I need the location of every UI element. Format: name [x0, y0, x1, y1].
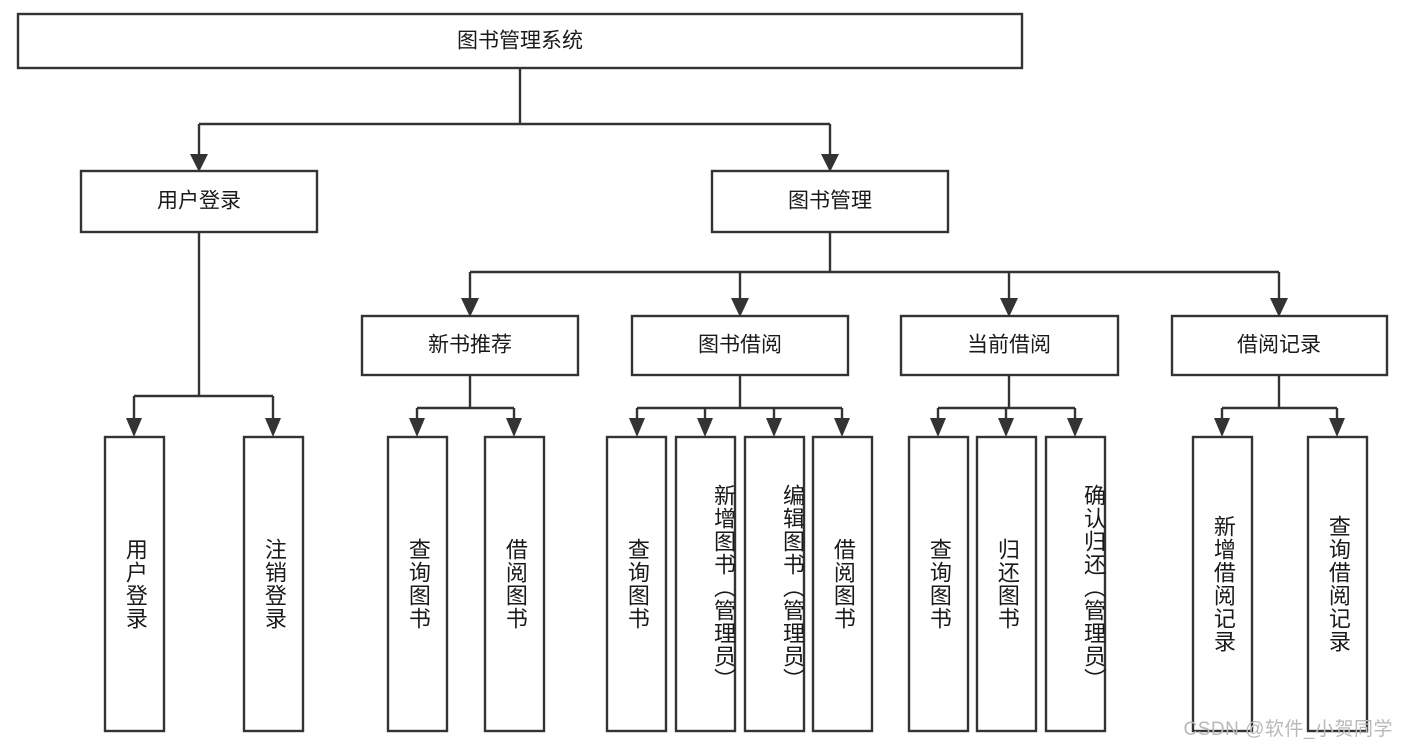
arrow-leaf-user-login	[126, 418, 142, 437]
leaf-box-query-book-1[interactable]	[386, 435, 449, 733]
arrow-leaf-query-book-3	[930, 418, 946, 437]
leaf-boxes	[103, 435, 1369, 733]
node-root-label: 图书管理系统	[457, 30, 583, 53]
connector-group-borrow-record	[1214, 375, 1345, 437]
leaf-box-borrow-book-2[interactable]	[811, 435, 874, 733]
arrow-to-current-borrow	[1000, 298, 1018, 317]
leaf-box-add-book[interactable]	[674, 435, 737, 733]
node-borrow-record-label: 借阅记录	[1237, 334, 1321, 357]
arrow-to-new-book-recommend	[461, 298, 479, 317]
node-book-borrow[interactable]: 图书借阅	[630, 314, 850, 377]
leaf-box-query-record[interactable]	[1306, 435, 1369, 733]
arrow-leaf-return-book	[998, 418, 1014, 437]
csdn-watermark: CSDN @软件_小贺同学	[1183, 719, 1393, 740]
node-book-borrow-box[interactable]	[630, 314, 850, 377]
leaf-box-edit-book[interactable]	[743, 435, 806, 733]
arrow-leaf-borrow-book-2	[834, 418, 850, 437]
arrow-to-book-borrow	[731, 298, 749, 317]
node-current-borrow-label: 当前借阅	[967, 334, 1051, 357]
arrow-leaf-borrow-book-1	[506, 418, 522, 437]
node-user-login-box[interactable]	[79, 169, 319, 234]
connector-group-new-book-recommend	[409, 375, 522, 437]
arrow-root-to-book-manage	[821, 154, 839, 172]
arrow-to-borrow-record	[1270, 298, 1288, 317]
node-new-book-recommend[interactable]: 新书推荐	[360, 314, 580, 377]
node-current-borrow-box[interactable]	[899, 314, 1120, 377]
connector-group-book-manage	[461, 232, 1288, 317]
node-root-box[interactable]	[16, 12, 1024, 70]
leaf-box-borrow-book-1[interactable]	[483, 435, 546, 733]
node-root[interactable]: 图书管理系统	[16, 12, 1024, 70]
connector-group-current-borrow	[930, 375, 1083, 437]
arrow-leaf-query-book-1	[409, 418, 425, 437]
arrow-leaf-edit-book	[766, 418, 782, 437]
leaf-box-query-book-3[interactable]	[907, 435, 970, 733]
node-user-login-label: 用户登录	[157, 190, 241, 213]
node-book-manage-label: 图书管理	[788, 190, 872, 213]
arrow-leaf-add-record	[1214, 418, 1230, 437]
arrow-leaf-logout-login	[265, 418, 281, 437]
leaf-box-add-record[interactable]	[1191, 435, 1254, 733]
leaf-box-query-book-2[interactable]	[605, 435, 668, 733]
node-new-book-recommend-label: 新书推荐	[428, 334, 512, 357]
leaf-box-return-book[interactable]	[975, 435, 1038, 733]
leaf-box-user-login[interactable]	[103, 435, 166, 733]
node-borrow-record[interactable]: 借阅记录	[1170, 314, 1389, 377]
arrow-leaf-query-record	[1329, 418, 1345, 437]
leaf-box-logout-login[interactable]	[242, 435, 305, 733]
arrow-leaf-confirm-return	[1067, 418, 1083, 437]
connector-group-user-login	[126, 232, 281, 437]
node-user-login[interactable]: 用户登录	[79, 169, 319, 234]
node-book-borrow-label: 图书借阅	[698, 334, 782, 357]
arrow-leaf-add-book	[697, 418, 713, 437]
arrow-leaf-query-book-2	[629, 418, 645, 437]
arrow-root-to-user-login	[190, 154, 208, 172]
node-book-manage-box[interactable]	[710, 169, 950, 234]
node-new-book-recommend-box[interactable]	[360, 314, 580, 377]
node-book-manage[interactable]: 图书管理	[710, 169, 950, 234]
node-borrow-record-box[interactable]	[1170, 314, 1389, 377]
leaf-box-confirm-return[interactable]	[1044, 435, 1107, 733]
node-current-borrow[interactable]: 当前借阅	[899, 314, 1120, 377]
connector-group-book-borrow	[629, 375, 850, 437]
connector-group-root	[190, 68, 839, 172]
